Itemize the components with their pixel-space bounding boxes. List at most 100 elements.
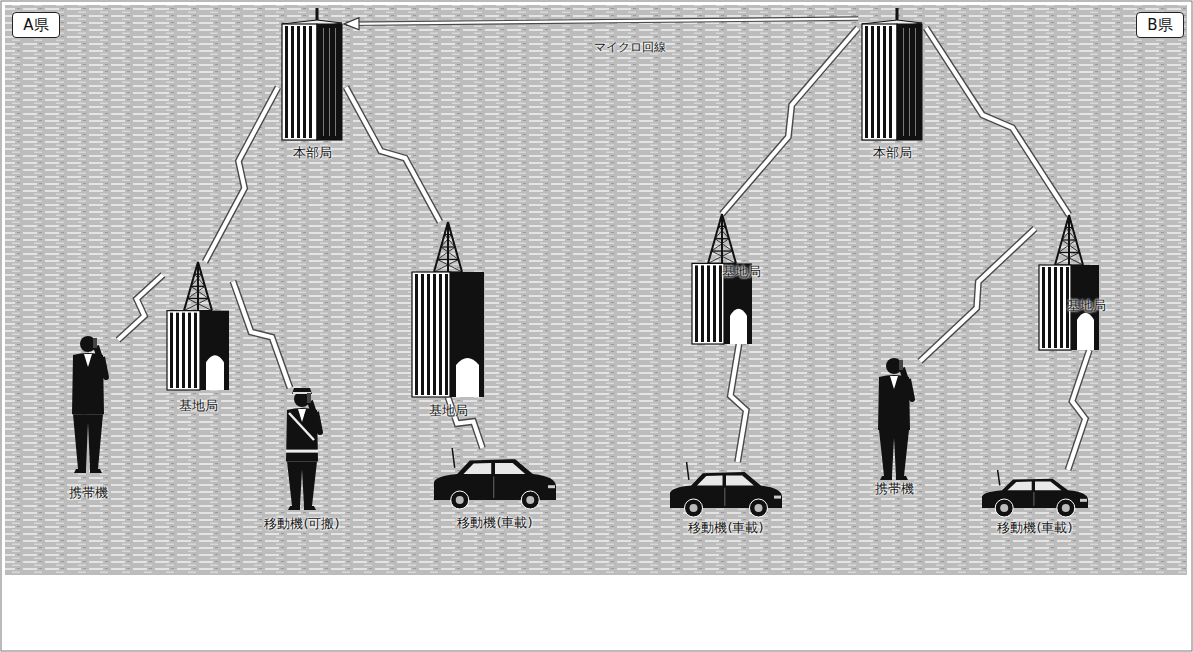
hub — [754, 504, 762, 512]
person-node: 携帯機 — [58, 333, 118, 473]
window-line — [909, 28, 910, 136]
phone — [307, 393, 311, 403]
link-outline — [346, 87, 440, 222]
window-stripe — [291, 26, 294, 138]
car-illustration — [432, 448, 558, 510]
tower-node: 基地局 — [163, 262, 233, 390]
link-outline — [926, 28, 1069, 215]
head — [294, 391, 310, 407]
radio-link — [730, 344, 746, 462]
window-stripe — [421, 274, 424, 395]
link-core — [722, 28, 858, 214]
station-label: 移動機(可搬) — [242, 516, 362, 531]
station-label: 移動機(車載) — [435, 515, 555, 530]
window-line — [915, 28, 916, 136]
wheel — [521, 491, 539, 509]
prefecture-name: B県 — [1147, 16, 1172, 34]
link-core — [118, 275, 163, 340]
wall — [692, 263, 724, 344]
link-label: マイクロ回線 — [594, 40, 666, 54]
link-outline — [205, 87, 278, 262]
tower-illustration — [688, 214, 756, 344]
person-illustration — [58, 333, 118, 473]
car-node: 移動機(車載) — [668, 462, 784, 518]
side-wall — [450, 272, 484, 397]
legs — [73, 414, 103, 469]
lattice-tower — [1055, 215, 1083, 265]
tower-illustration — [163, 262, 233, 390]
shirt — [84, 354, 92, 367]
link-core — [926, 28, 1069, 215]
radio-link — [722, 28, 858, 214]
bumper — [548, 485, 555, 488]
hub — [1062, 504, 1070, 512]
link-core — [1068, 350, 1089, 470]
prefecture-name: A県 — [23, 16, 48, 34]
window-stripe — [871, 26, 874, 138]
window-stripe — [883, 26, 886, 138]
link-core — [205, 87, 278, 262]
wall — [412, 272, 450, 397]
link-core — [920, 229, 1035, 362]
bumper — [774, 496, 781, 499]
head — [80, 336, 96, 352]
sash — [289, 413, 314, 440]
link-outline — [118, 275, 163, 340]
station-label: 本部局 — [832, 145, 952, 160]
station-label: 基地局 — [1067, 298, 1127, 313]
station-label: 移動機(車載) — [666, 520, 786, 535]
textured-field — [5, 5, 1187, 575]
raised-arm — [310, 401, 320, 432]
window-stripe — [297, 26, 300, 138]
side-wall — [317, 24, 342, 140]
window-stripe — [188, 313, 191, 388]
station-label: 基地局 — [388, 403, 508, 418]
door-line — [1033, 492, 1034, 506]
station-label: 携帯機 — [28, 485, 148, 500]
legs — [287, 462, 317, 506]
raised-arm — [96, 346, 106, 377]
window-line — [323, 28, 324, 136]
car-window — [1008, 482, 1062, 491]
tower-node: 基地局 — [1035, 215, 1103, 350]
shoes — [74, 469, 102, 473]
building-illustration — [858, 8, 926, 140]
station-label: 基地局 — [138, 398, 258, 413]
car-antenna — [998, 470, 1000, 485]
wall — [1039, 265, 1071, 350]
hub — [456, 496, 464, 504]
link-outline — [920, 229, 1035, 362]
window-stripe — [303, 26, 306, 138]
arch-door — [730, 309, 747, 344]
microwave-link — [346, 19, 858, 24]
radio-link — [1068, 350, 1089, 470]
arch-door — [1077, 313, 1094, 350]
link-core — [233, 281, 290, 388]
window-stripe — [427, 274, 430, 395]
building-illustration — [278, 8, 346, 140]
radio-link — [926, 28, 1069, 215]
window-line — [903, 28, 904, 136]
window-stripe — [170, 313, 173, 388]
link-core — [346, 87, 440, 222]
arch-door — [456, 358, 479, 397]
arch-door — [206, 355, 224, 390]
window-stripe — [877, 26, 880, 138]
window-stripe — [309, 26, 312, 138]
door-line — [724, 488, 725, 506]
prefecture-tag: B県 — [1136, 12, 1184, 38]
person-node: 携帯機 — [868, 355, 920, 480]
tower-node: 基地局 — [688, 214, 756, 344]
radio-link — [346, 87, 440, 222]
bumper — [1080, 499, 1087, 502]
car-node: 移動機(車載) — [980, 470, 1090, 518]
wheel — [1057, 499, 1075, 517]
tower-illustration — [1035, 215, 1103, 350]
window-line — [329, 28, 330, 136]
wall — [282, 24, 317, 140]
radio-link — [205, 87, 278, 262]
building-node: 本部局 — [278, 8, 346, 140]
